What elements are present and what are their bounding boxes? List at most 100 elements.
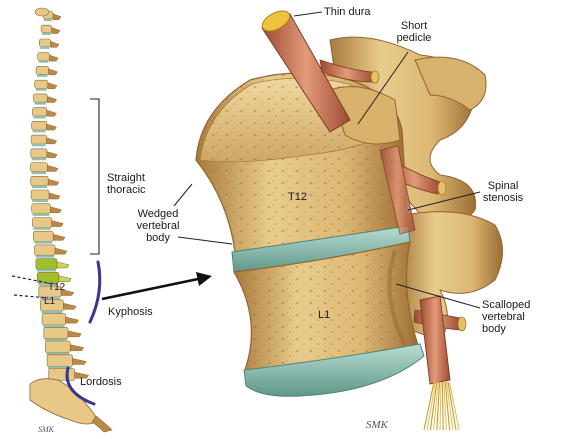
small-vertebra xyxy=(33,230,54,242)
small-spinous-process xyxy=(58,275,72,282)
label-spinal-stenosis-line2: stenosis xyxy=(482,192,524,204)
small-vertebra xyxy=(32,107,48,117)
small-spinous-process xyxy=(63,302,77,310)
small-t12-vertebra xyxy=(35,258,58,270)
small-disc xyxy=(43,324,65,328)
leader-thin-dura xyxy=(293,11,323,17)
small-vertebra xyxy=(43,326,69,339)
small-disc xyxy=(31,185,48,189)
small-disc xyxy=(42,32,51,35)
artist-signature-small: SMK xyxy=(38,425,55,434)
label-scalloped-line3: body xyxy=(482,323,506,335)
label-short-pedicle: Short pedicle xyxy=(396,20,432,44)
leader-wedged-body xyxy=(177,236,233,245)
cauda-fiber xyxy=(448,381,460,431)
small-vertebra xyxy=(46,354,73,367)
label-straight-thoracic-line2: thoracic xyxy=(107,184,146,196)
enlarged-vertebrae xyxy=(195,10,503,431)
small-vertebra xyxy=(30,189,50,200)
small-disc xyxy=(41,310,63,314)
small-disc xyxy=(48,366,72,369)
small-disc xyxy=(37,74,48,77)
small-vertebra xyxy=(30,162,48,172)
small-vertebra xyxy=(31,121,47,131)
label-wedged-vertebral-body: Wedged vertebral body xyxy=(132,208,184,244)
small-spinous-process xyxy=(56,261,70,269)
small-vertebra xyxy=(30,134,47,145)
small-vertebra xyxy=(38,38,51,47)
leader-wedged-body-upper xyxy=(173,183,193,207)
small-disc xyxy=(35,88,47,91)
label-scalloped-vertebral-body: Scalloped vertebral body xyxy=(482,299,530,335)
small-disc xyxy=(31,171,47,175)
nerve-root-middle-end xyxy=(437,180,447,196)
small-vertebra xyxy=(32,217,53,228)
small-disc xyxy=(38,283,58,286)
label-scalloped-line2: vertebral xyxy=(482,311,525,323)
small-spinous-process xyxy=(51,220,64,227)
small-disc xyxy=(31,157,46,161)
small-disc xyxy=(32,199,49,202)
artist-signature: SMK xyxy=(366,419,389,431)
small-spinous-process xyxy=(47,165,59,172)
small-spinous-process xyxy=(46,123,57,131)
magnify-arrow-shaft xyxy=(101,277,199,301)
small-spinous-process xyxy=(46,96,57,103)
small-atlas xyxy=(34,7,50,17)
small-vertebra xyxy=(30,176,49,187)
small-disc xyxy=(44,338,67,342)
label-kyphosis: Kyphosis xyxy=(108,306,153,318)
label-short-pedicle-line1: Short xyxy=(400,20,428,32)
cauda-fiber xyxy=(426,381,436,431)
label-spinal-stenosis: Spinal stenosis xyxy=(478,180,528,204)
small-vertebra xyxy=(41,313,66,326)
l1-small-label: L1 xyxy=(44,296,56,307)
small-disc xyxy=(35,255,55,258)
small-spinous-process xyxy=(50,206,62,214)
leader-spinal-stenosis xyxy=(407,191,481,211)
small-spinous-process xyxy=(51,27,61,34)
small-spinous-process xyxy=(49,54,59,62)
small-spinous-process xyxy=(65,316,80,324)
dura-lower-segment xyxy=(419,295,451,385)
small-spinous-process xyxy=(54,247,68,255)
intervertebral-disc-lower xyxy=(243,343,425,397)
magnify-arrow-head xyxy=(196,272,212,286)
small-spinous-process xyxy=(47,178,60,186)
cauda-fiber xyxy=(446,381,454,431)
transverse-process xyxy=(414,56,487,111)
straight-thoracic-bracket xyxy=(90,98,100,255)
small-disc xyxy=(36,269,56,272)
cauda-fiber xyxy=(423,381,435,431)
cauda-fiber xyxy=(443,381,447,431)
small-spinous-process xyxy=(46,151,58,158)
label-short-pedicle-line2: pedicle xyxy=(396,32,432,44)
leader-scalloped-body xyxy=(395,283,481,309)
small-disc xyxy=(39,297,61,300)
label-scalloped-line1: Scalloped xyxy=(482,299,531,311)
small-spinous-process xyxy=(72,358,87,365)
small-vertebra xyxy=(45,340,71,353)
kyphosis-curve-marker xyxy=(88,260,102,324)
leader-short-pedicle xyxy=(357,51,409,125)
small-spinous-process xyxy=(50,40,60,48)
small-disc xyxy=(44,18,52,22)
lordosis-curve-marker xyxy=(65,366,96,406)
l1-texture xyxy=(234,242,418,370)
small-spinous-process xyxy=(69,344,85,351)
nerve-root-upper-end xyxy=(370,70,380,84)
label-wedged-line1: Wedged xyxy=(137,208,179,220)
cauda-fiber xyxy=(444,381,451,431)
small-disc xyxy=(38,60,49,63)
t12-dashed-leader xyxy=(11,275,49,284)
small-vertebra xyxy=(33,93,48,103)
small-disc xyxy=(32,130,46,133)
l1-dashed-leader xyxy=(13,294,49,299)
small-vertebra xyxy=(30,148,48,159)
lateral-spine-column xyxy=(29,7,113,433)
small-spinous-process xyxy=(46,109,57,117)
small-spinous-process xyxy=(48,68,58,76)
label-straight-thoracic-line1: Straight xyxy=(107,172,145,184)
label-spinal-stenosis-line1: Spinal xyxy=(487,180,519,192)
dura-cut-end xyxy=(261,10,291,32)
